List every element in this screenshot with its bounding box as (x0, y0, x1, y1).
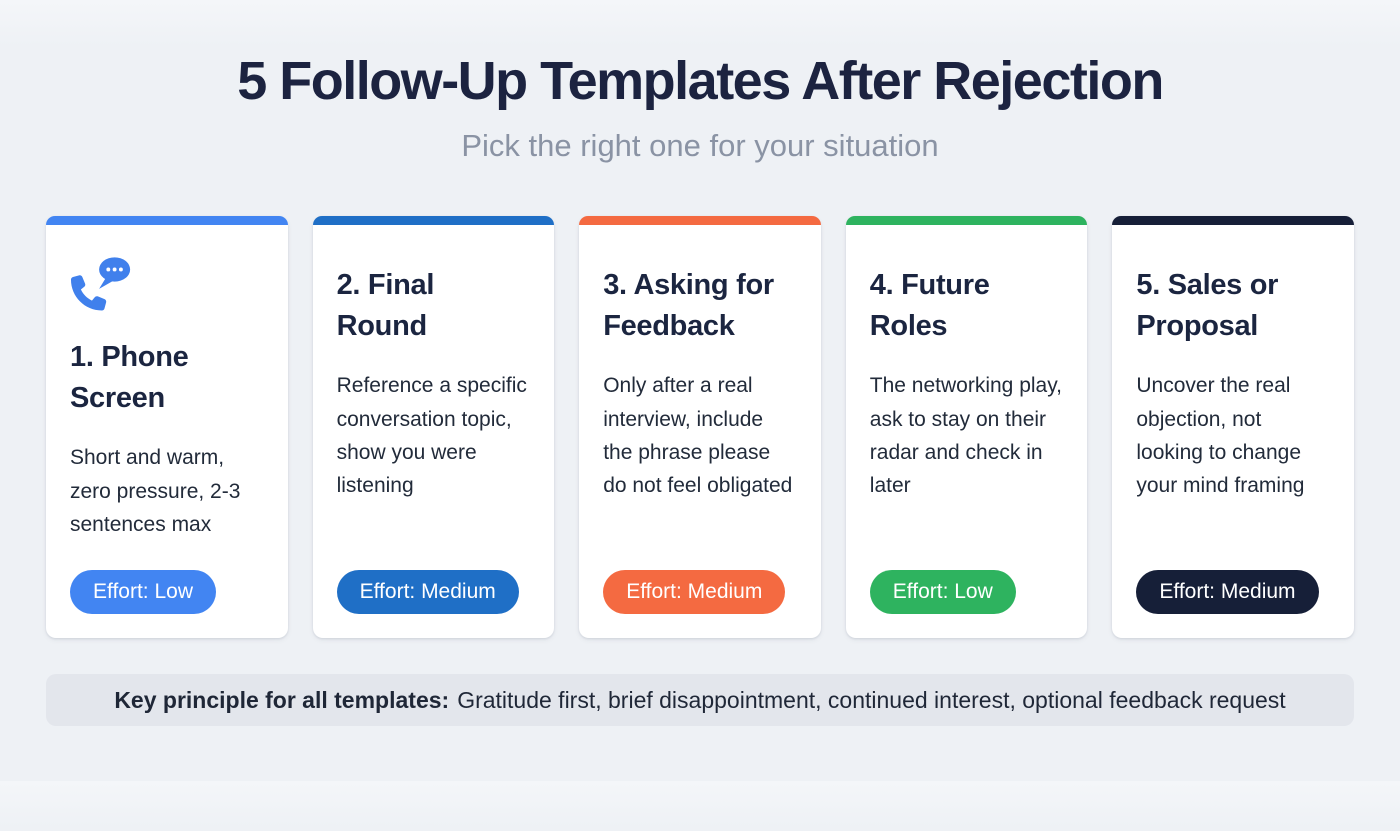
card-description: The networking play, ask to stay on thei… (869, 374, 1062, 497)
card-future-roles: 4. Future Roles The networking play, ask… (845, 216, 1088, 638)
card-heading: 1. Phone Screen (70, 341, 189, 415)
page-title: 5 Follow-Up Templates After Rejection (237, 51, 1164, 111)
key-principle-label: Key principle for all templates: (114, 686, 450, 713)
card-heading: 3. Asking for Feedback (603, 269, 774, 343)
card-asking-for-feedback: 3. Asking for Feedback Only after a real… (579, 216, 821, 638)
card-accent-bar (845, 216, 1088, 225)
card-phone-screen: 1. Phone Screen Short and warm, zero pre… (46, 216, 288, 638)
phone-chat-icon (70, 253, 264, 315)
card-heading: 4. Future Roles (869, 269, 990, 343)
effort-badge: Effort: Medium (336, 570, 519, 614)
card-heading: 5. Sales or Proposal (1136, 269, 1279, 343)
card-final-round: 2. Final Round Reference a specific conv… (312, 216, 555, 638)
infographic-page: 5 Follow-Up Templates After Rejection Pi… (0, 50, 1400, 726)
card-accent-bar (312, 216, 555, 225)
card-description: Reference a specific conversation topic,… (336, 374, 527, 497)
card-heading: 2. Final Round (336, 269, 435, 343)
card-sales-or-proposal: 5. Sales or Proposal Uncover the real ob… (1112, 216, 1354, 638)
effort-badge: Effort: Low (869, 570, 1016, 614)
page-subtitle: Pick the right one for your situation (461, 128, 939, 163)
card-accent-bar (1112, 216, 1354, 225)
card-description: Short and warm, zero pressure, 2-3 sente… (70, 446, 241, 536)
effort-badge: Effort: Low (70, 570, 216, 614)
card-accent-bar (46, 216, 288, 225)
card-description: Uncover the real objection, not looking … (1136, 374, 1305, 497)
effort-badge: Effort: Medium (603, 570, 786, 614)
key-principle-bar: Key principle for all templates: Gratitu… (46, 674, 1354, 726)
template-cards-row: 1. Phone Screen Short and warm, zero pre… (46, 216, 1354, 638)
card-accent-bar (579, 216, 821, 225)
effort-badge: Effort: Medium (1136, 570, 1319, 614)
card-description: Only after a real interview, include the… (603, 374, 793, 497)
key-principle-text: Gratitude first, brief disappointment, c… (457, 686, 1286, 713)
